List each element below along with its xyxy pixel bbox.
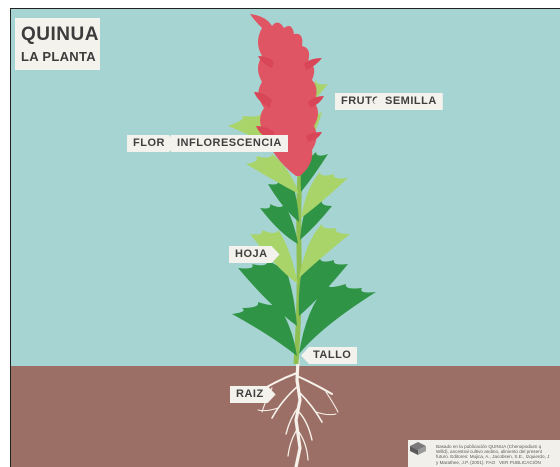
label-semilla: SEMILLA xyxy=(373,93,443,110)
label-hoja: HOJA xyxy=(229,246,280,263)
label-inflorescencia: INFLORESCENCIA xyxy=(171,135,288,152)
title-main: QUINUA xyxy=(21,24,99,46)
quinoa-poster: QUINUA LA PLANTA FRUTO SEMILLA FLOR INFL… xyxy=(10,8,560,467)
label-raiz: RAIZ xyxy=(230,386,276,403)
label-flor: FLOR xyxy=(127,135,177,152)
caption-text: Basado en la publicación QUINUA (Chenopo… xyxy=(436,444,560,465)
book-icon xyxy=(408,440,428,458)
label-tallo: TALLO xyxy=(301,347,357,364)
title-sub: LA PLANTA xyxy=(21,49,96,64)
source-caption[interactable]: Basado en la publicación QUINUA (Chenopo… xyxy=(408,440,560,467)
title-box: QUINUA LA PLANTA xyxy=(15,18,100,70)
quinoa-plant-illustration xyxy=(10,8,560,467)
